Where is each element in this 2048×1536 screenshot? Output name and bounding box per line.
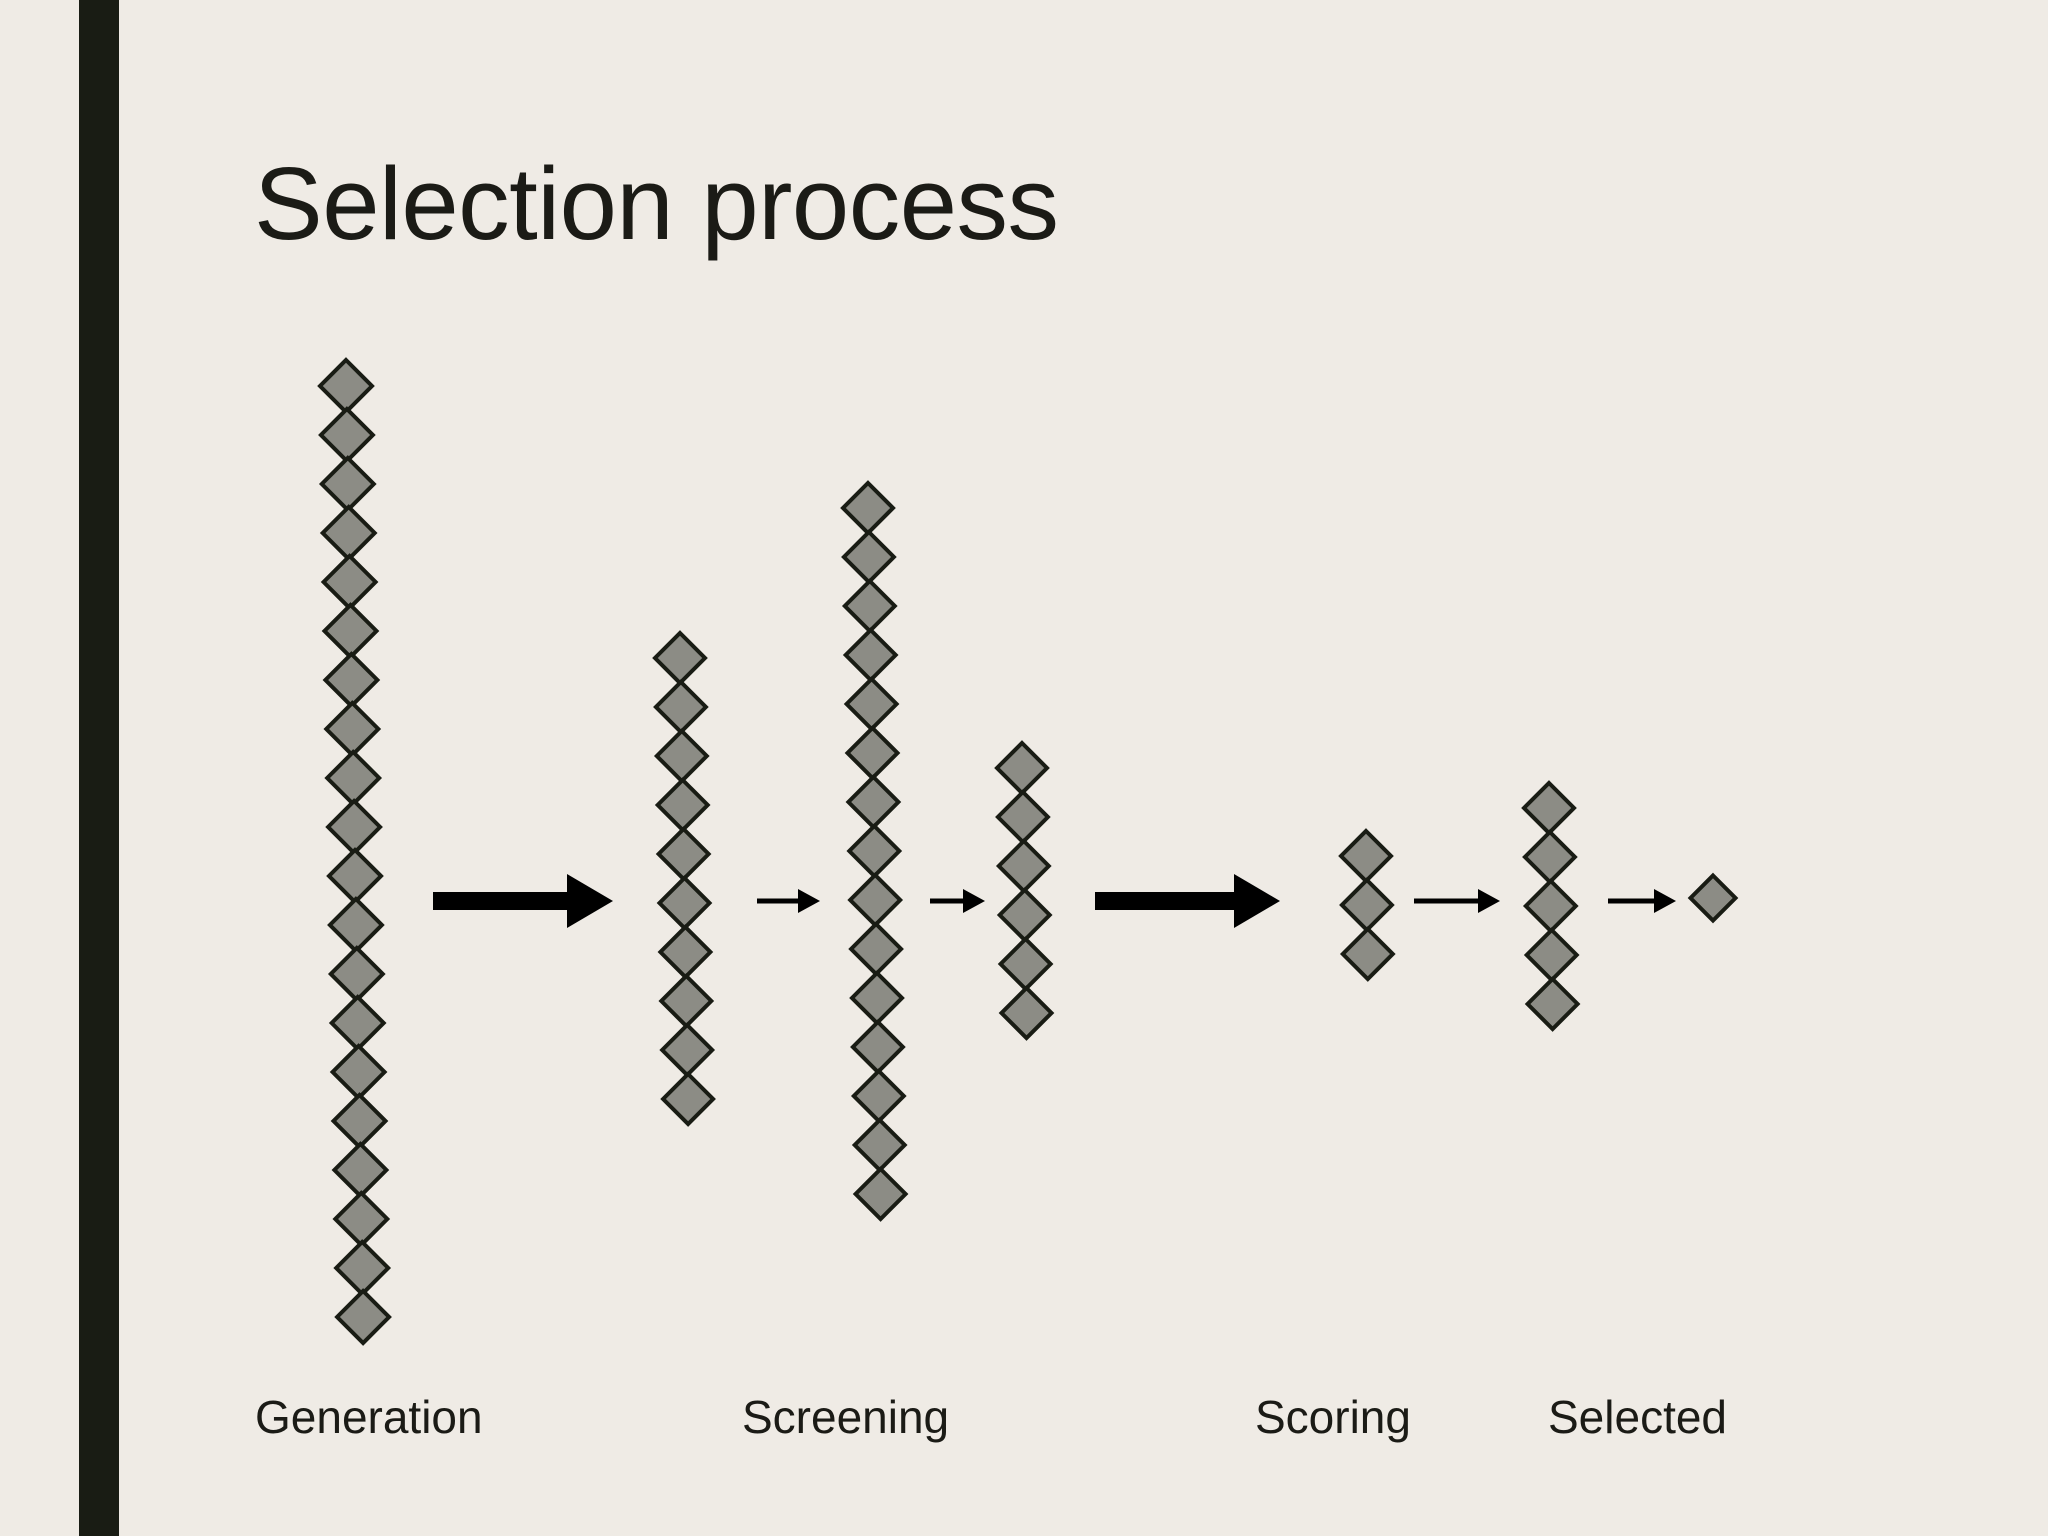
diamond-unit (329, 1043, 388, 1101)
diamond-unit (319, 504, 378, 562)
diamond-unit (655, 826, 712, 882)
diamond-unit (657, 924, 714, 980)
diamond-unit (322, 651, 381, 709)
diamond-unit (1523, 927, 1580, 983)
diamond-unit (1522, 829, 1578, 885)
diamond-unit (656, 875, 713, 931)
diamond-unit (658, 973, 715, 1029)
diamond-unit (1338, 828, 1394, 884)
diamond-unit (994, 740, 1050, 796)
screening-column-1 (652, 630, 716, 1127)
diamond-unit (327, 945, 386, 1003)
diamond-unit (320, 553, 379, 611)
diamond-unit (851, 1117, 908, 1173)
diamond-unit (850, 1068, 907, 1124)
arrow-generation-to-screening (433, 874, 613, 928)
diamond-unit (998, 985, 1055, 1041)
scoring-column-1 (1338, 828, 1396, 982)
arrow-screening-2-to-3 (930, 889, 985, 913)
diamond-unit (321, 602, 380, 660)
diamond-unit (333, 1239, 392, 1297)
arrow-shaft (433, 892, 569, 910)
diamond-unit (850, 1019, 906, 1075)
diamond-unit (1524, 976, 1581, 1032)
diamond-unit (1687, 872, 1739, 924)
diamond-unit (840, 480, 896, 536)
diamond-unit (326, 847, 384, 905)
diamond-unit (330, 1092, 389, 1150)
arrow-shaft (1414, 898, 1480, 904)
generation-column (317, 357, 392, 1346)
diamond-unit (659, 1022, 716, 1078)
diamond-columns-layer (317, 357, 1739, 1346)
diamond-unit (995, 838, 1052, 894)
diamond-unit (841, 578, 898, 634)
selected-column (1687, 872, 1739, 924)
stage-label-scoring: Scoring (1255, 1391, 1411, 1443)
screening-column-3 (994, 740, 1055, 1041)
diamond-unit (843, 676, 900, 732)
flow-arrows-layer (433, 874, 1676, 928)
arrow-shaft (1608, 898, 1656, 904)
diamond-unit (844, 725, 901, 781)
diamond-unit (1522, 878, 1579, 934)
diamond-unit (995, 789, 1051, 845)
left-accent-bar (79, 0, 119, 1536)
stage-label-selected: Selected (1548, 1391, 1728, 1443)
diamond-unit (653, 728, 710, 784)
diamond-unit (996, 887, 1053, 943)
diamond-unit (323, 700, 382, 758)
diamond-unit (652, 630, 708, 686)
arrow-shaft (930, 898, 965, 904)
diamond-unit (318, 455, 377, 513)
diamond-unit (852, 1166, 909, 1222)
arrow-head (567, 874, 613, 928)
diamond-unit (842, 627, 899, 683)
diamond-unit (334, 1288, 392, 1346)
screening-column-2 (840, 480, 909, 1222)
diamond-unit (1521, 780, 1577, 836)
arrow-head (798, 889, 820, 913)
arrow-shaft (1095, 892, 1236, 910)
stage-label-screening: Screening (742, 1391, 950, 1443)
diamond-unit (318, 406, 376, 464)
arrow-scoring-1-to-2 (1414, 889, 1500, 913)
diamond-unit (1339, 926, 1396, 982)
arrow-scoring-to-selected (1608, 889, 1676, 913)
diamond-unit (317, 357, 375, 415)
diamond-unit (325, 798, 383, 856)
diamond-unit (328, 994, 387, 1052)
diamond-unit (653, 679, 709, 735)
page-title: Selection process (254, 146, 1059, 261)
scoring-column-2 (1521, 780, 1581, 1032)
diamond-unit (1339, 877, 1395, 933)
arrow-screening-to-scoring (1095, 874, 1280, 928)
diamond-unit (332, 1190, 391, 1248)
diamond-unit (654, 777, 711, 833)
diamond-unit (847, 872, 904, 928)
arrow-head (1654, 889, 1676, 913)
diamond-unit (660, 1071, 716, 1127)
diamond-unit (845, 774, 902, 830)
arrow-head (963, 889, 985, 913)
arrow-screening-1-to-2 (757, 889, 820, 913)
diamond-unit (331, 1141, 390, 1199)
arrow-head (1478, 889, 1500, 913)
arrow-head (1234, 874, 1280, 928)
diamond-unit (327, 896, 385, 954)
diamond-unit (997, 936, 1054, 992)
diamond-unit (848, 921, 904, 977)
diamond-unit (849, 970, 905, 1026)
diamond-unit (841, 529, 897, 585)
diamond-unit (846, 823, 903, 879)
arrow-shaft (757, 898, 800, 904)
stage-label-generation: Generation (255, 1391, 483, 1443)
diamond-unit (324, 749, 383, 807)
